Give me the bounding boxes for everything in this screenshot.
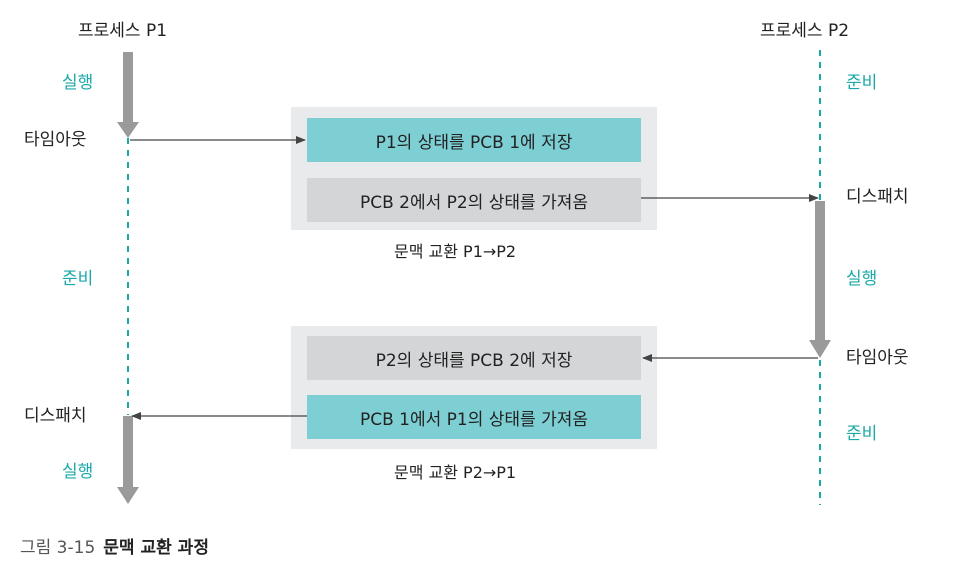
switch1-save-box: P1의 상태를 PCB 1에 저장 xyxy=(307,118,641,162)
switch1-load-text: PCB 2에서 P2의 상태를 가져옴 xyxy=(359,192,589,213)
switch2-load-text: PCB 1에서 P1의 상태를 가져옴 xyxy=(359,409,589,430)
p1-state-ready: 준비 xyxy=(62,269,94,289)
p1-state-run-2: 실행 xyxy=(62,462,94,482)
p2-run-arrowhead xyxy=(809,340,831,358)
switch1-caption: 문맥 교환 P1→P2 xyxy=(394,242,517,261)
p1-run-arrowhead-top xyxy=(117,122,139,138)
p2-state-ready-1: 준비 xyxy=(846,73,878,93)
p1-run-bar-top xyxy=(123,52,133,124)
p1-state-dispatch: 디스패치 xyxy=(24,406,87,426)
p1-state-timeout: 타임아웃 xyxy=(24,130,87,150)
p2-state-run: 실행 xyxy=(846,269,878,289)
p2-state-timeout: 타임아웃 xyxy=(846,348,909,368)
p2-run-bar xyxy=(815,201,825,341)
switch2-caption: 문맥 교환 P2→P1 xyxy=(394,463,517,482)
switch2-save-text: P2의 상태를 PCB 2에 저장 xyxy=(375,350,573,371)
p1-run-arrowhead-bottom xyxy=(117,487,139,504)
switch1-load-box: PCB 2에서 P2의 상태를 가져옴 xyxy=(307,178,641,222)
p1-state-run-1: 실행 xyxy=(62,73,94,93)
switch2-save-box: P2의 상태를 PCB 2에 저장 xyxy=(307,336,641,380)
p2-state-dispatch: 디스패치 xyxy=(846,187,909,207)
figure-caption: 그림 3-15 문맥 교환 과정 xyxy=(20,533,209,558)
p2-state-ready-2: 준비 xyxy=(846,424,878,444)
p1-title: 프로세스 P1 xyxy=(78,21,168,41)
p2-title: 프로세스 P2 xyxy=(760,21,850,41)
switch1-save-text: P1의 상태를 PCB 1에 저장 xyxy=(375,132,573,153)
switch2-load-box: PCB 1에서 P1의 상태를 가져옴 xyxy=(307,395,641,439)
p1-run-bar-bottom xyxy=(123,416,133,488)
figure-number: 그림 3-15 xyxy=(20,538,96,558)
figure-title: 문맥 교환 과정 xyxy=(103,538,209,558)
